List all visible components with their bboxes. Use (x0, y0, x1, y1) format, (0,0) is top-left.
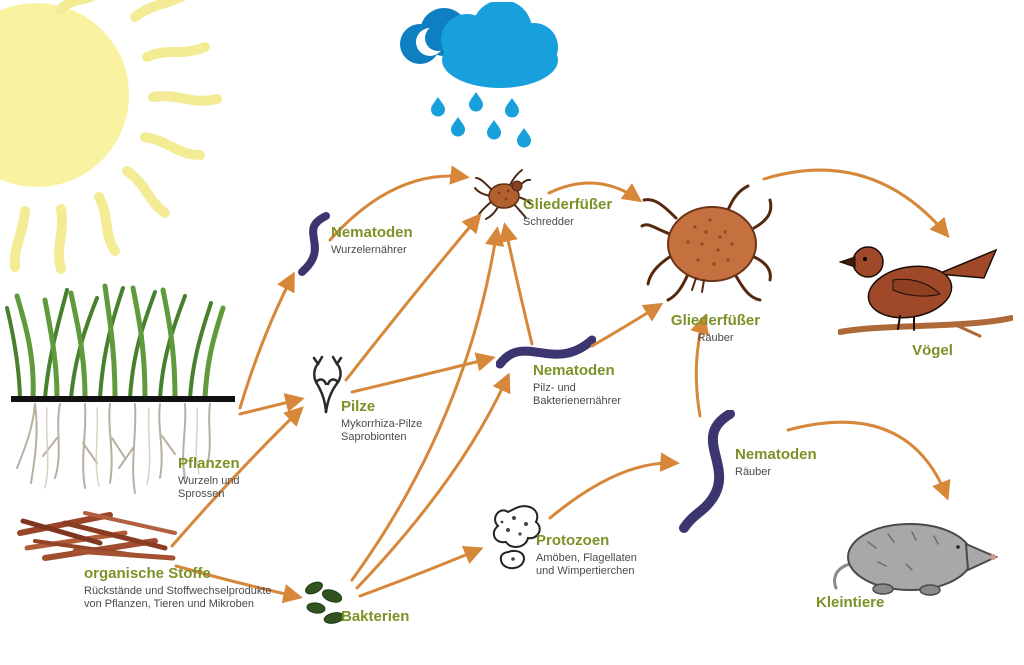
sublabel-pflanzen-line2: Sprossen (178, 488, 225, 500)
branch (838, 315, 1013, 335)
mite-predator-icon (640, 184, 773, 302)
label-nematoden-pilz-bakterien: Nematoden (533, 362, 615, 379)
caption-gliederfuesser-schredder: Gliederfüßer Schredder (523, 196, 612, 229)
arrow-bakterien-to-protozoen (358, 545, 484, 598)
label-protozoen: Protozoen (536, 532, 610, 549)
soil-line (11, 396, 235, 402)
nematode-predator-icon (679, 410, 735, 533)
label-pflanzen: Pflanzen (178, 455, 240, 472)
caption-protozoen: Protozoen Amöben, Flagellaten und Wimper… (536, 532, 637, 578)
sublabel-gliederfuesser-schredder: Schredder (523, 216, 574, 228)
arrow-pilze-to-nematoden-pilz-bakterien (350, 352, 496, 394)
caption-pilze: Pilze Mykorrhiza-Pilze Saprobionten (341, 398, 422, 444)
arrow-nematoden-pilz-bakterien-to-schredder (498, 222, 534, 346)
sublabel-nematoden-pilz-bakterien-line2: Bakterienernährer (533, 395, 622, 407)
arrow-pflanzen-to-pilze (238, 393, 305, 416)
arrow-gliederfuesser-raeuber-to-voegel (762, 168, 950, 238)
sublabel-gliederfuesser-raeuber: Räuber (697, 332, 734, 344)
rain-drops (431, 92, 531, 148)
sublabel-pilze-line1: Mykorrhiza-Pilze (341, 418, 423, 430)
label-voegel: Vögel (912, 342, 953, 359)
label-gliederfuesser-schredder: Gliederfüßer (523, 196, 613, 213)
bird-icon (838, 246, 1013, 338)
label-pilze: Pilze (341, 398, 376, 415)
arrow-pflanzen-to-nematoden-wurzelernaehrer (238, 271, 295, 410)
sun-icon (0, 0, 222, 274)
label-kleintiere: Kleintiere (816, 594, 885, 611)
label-bakterien: Bakterien (341, 608, 410, 625)
nematode-root-feeder-icon (298, 212, 330, 276)
mole-icon (833, 523, 998, 596)
caption-pflanzen: Pflanzen Wurzeln und Sprossen (178, 455, 240, 501)
organic-matter-twigs-icon (17, 511, 177, 561)
arrow-protozoen-to-nematoden-raeuber (548, 452, 680, 520)
caption-nematoden-wurzelernaehrer: Nematoden Wurzelernährer (331, 224, 413, 257)
caption-nematoden-pilz-bakterien: Nematoden Pilz- und Bakterienernährer (533, 362, 621, 408)
rain-cloud-icon (400, 2, 558, 148)
label-organische-stoffe: organische Stoffe (84, 565, 211, 582)
label-gliederfuesser-raeuber: Gliederfüßer (670, 312, 761, 329)
sublabel-protozoen-line1: Amöben, Flagellaten (536, 552, 637, 564)
sublabel-pflanzen-line1: Wurzeln und (178, 475, 240, 487)
label-nematoden-wurzelernaehrer: Nematoden (331, 224, 413, 241)
sublabel-pilze-line2: Saprobionten (341, 431, 407, 443)
fungi-hyphae-icon (312, 355, 343, 414)
sublabel-nematoden-wurzelernaehrer: Wurzelernährer (331, 244, 407, 256)
caption-nematoden-raeuber: Nematoden Räuber (735, 446, 817, 479)
caption-organische-stoffe: organische Stoffe Rückstände und Stoffwe… (84, 565, 272, 611)
sublabel-nematoden-raeuber: Räuber (735, 466, 772, 478)
caption-bakterien: Bakterien (341, 608, 409, 625)
sublabel-organische-stoffe-line1: Rückstände und Stoffwechselprodukte (84, 585, 272, 597)
nematode-fungal-bacterial-feeder-icon (496, 335, 596, 369)
caption-voegel: Vögel (880, 342, 985, 359)
caption-kleintiere: Kleintiere (816, 594, 884, 611)
mite-shredder-icon (474, 169, 532, 220)
label-nematoden-raeuber: Nematoden (735, 446, 817, 463)
sublabel-nematoden-pilz-bakterien-line1: Pilz- und (533, 382, 576, 394)
bacteria-icon (305, 581, 345, 624)
caption-gliederfuesser-raeuber: Gliederfüßer Räuber (648, 312, 783, 345)
sublabel-organische-stoffe-line2: von Pflanzen, Tieren und Mikroben (84, 598, 254, 610)
sublabel-protozoen-line2: und Wimpertierchen (536, 565, 635, 577)
